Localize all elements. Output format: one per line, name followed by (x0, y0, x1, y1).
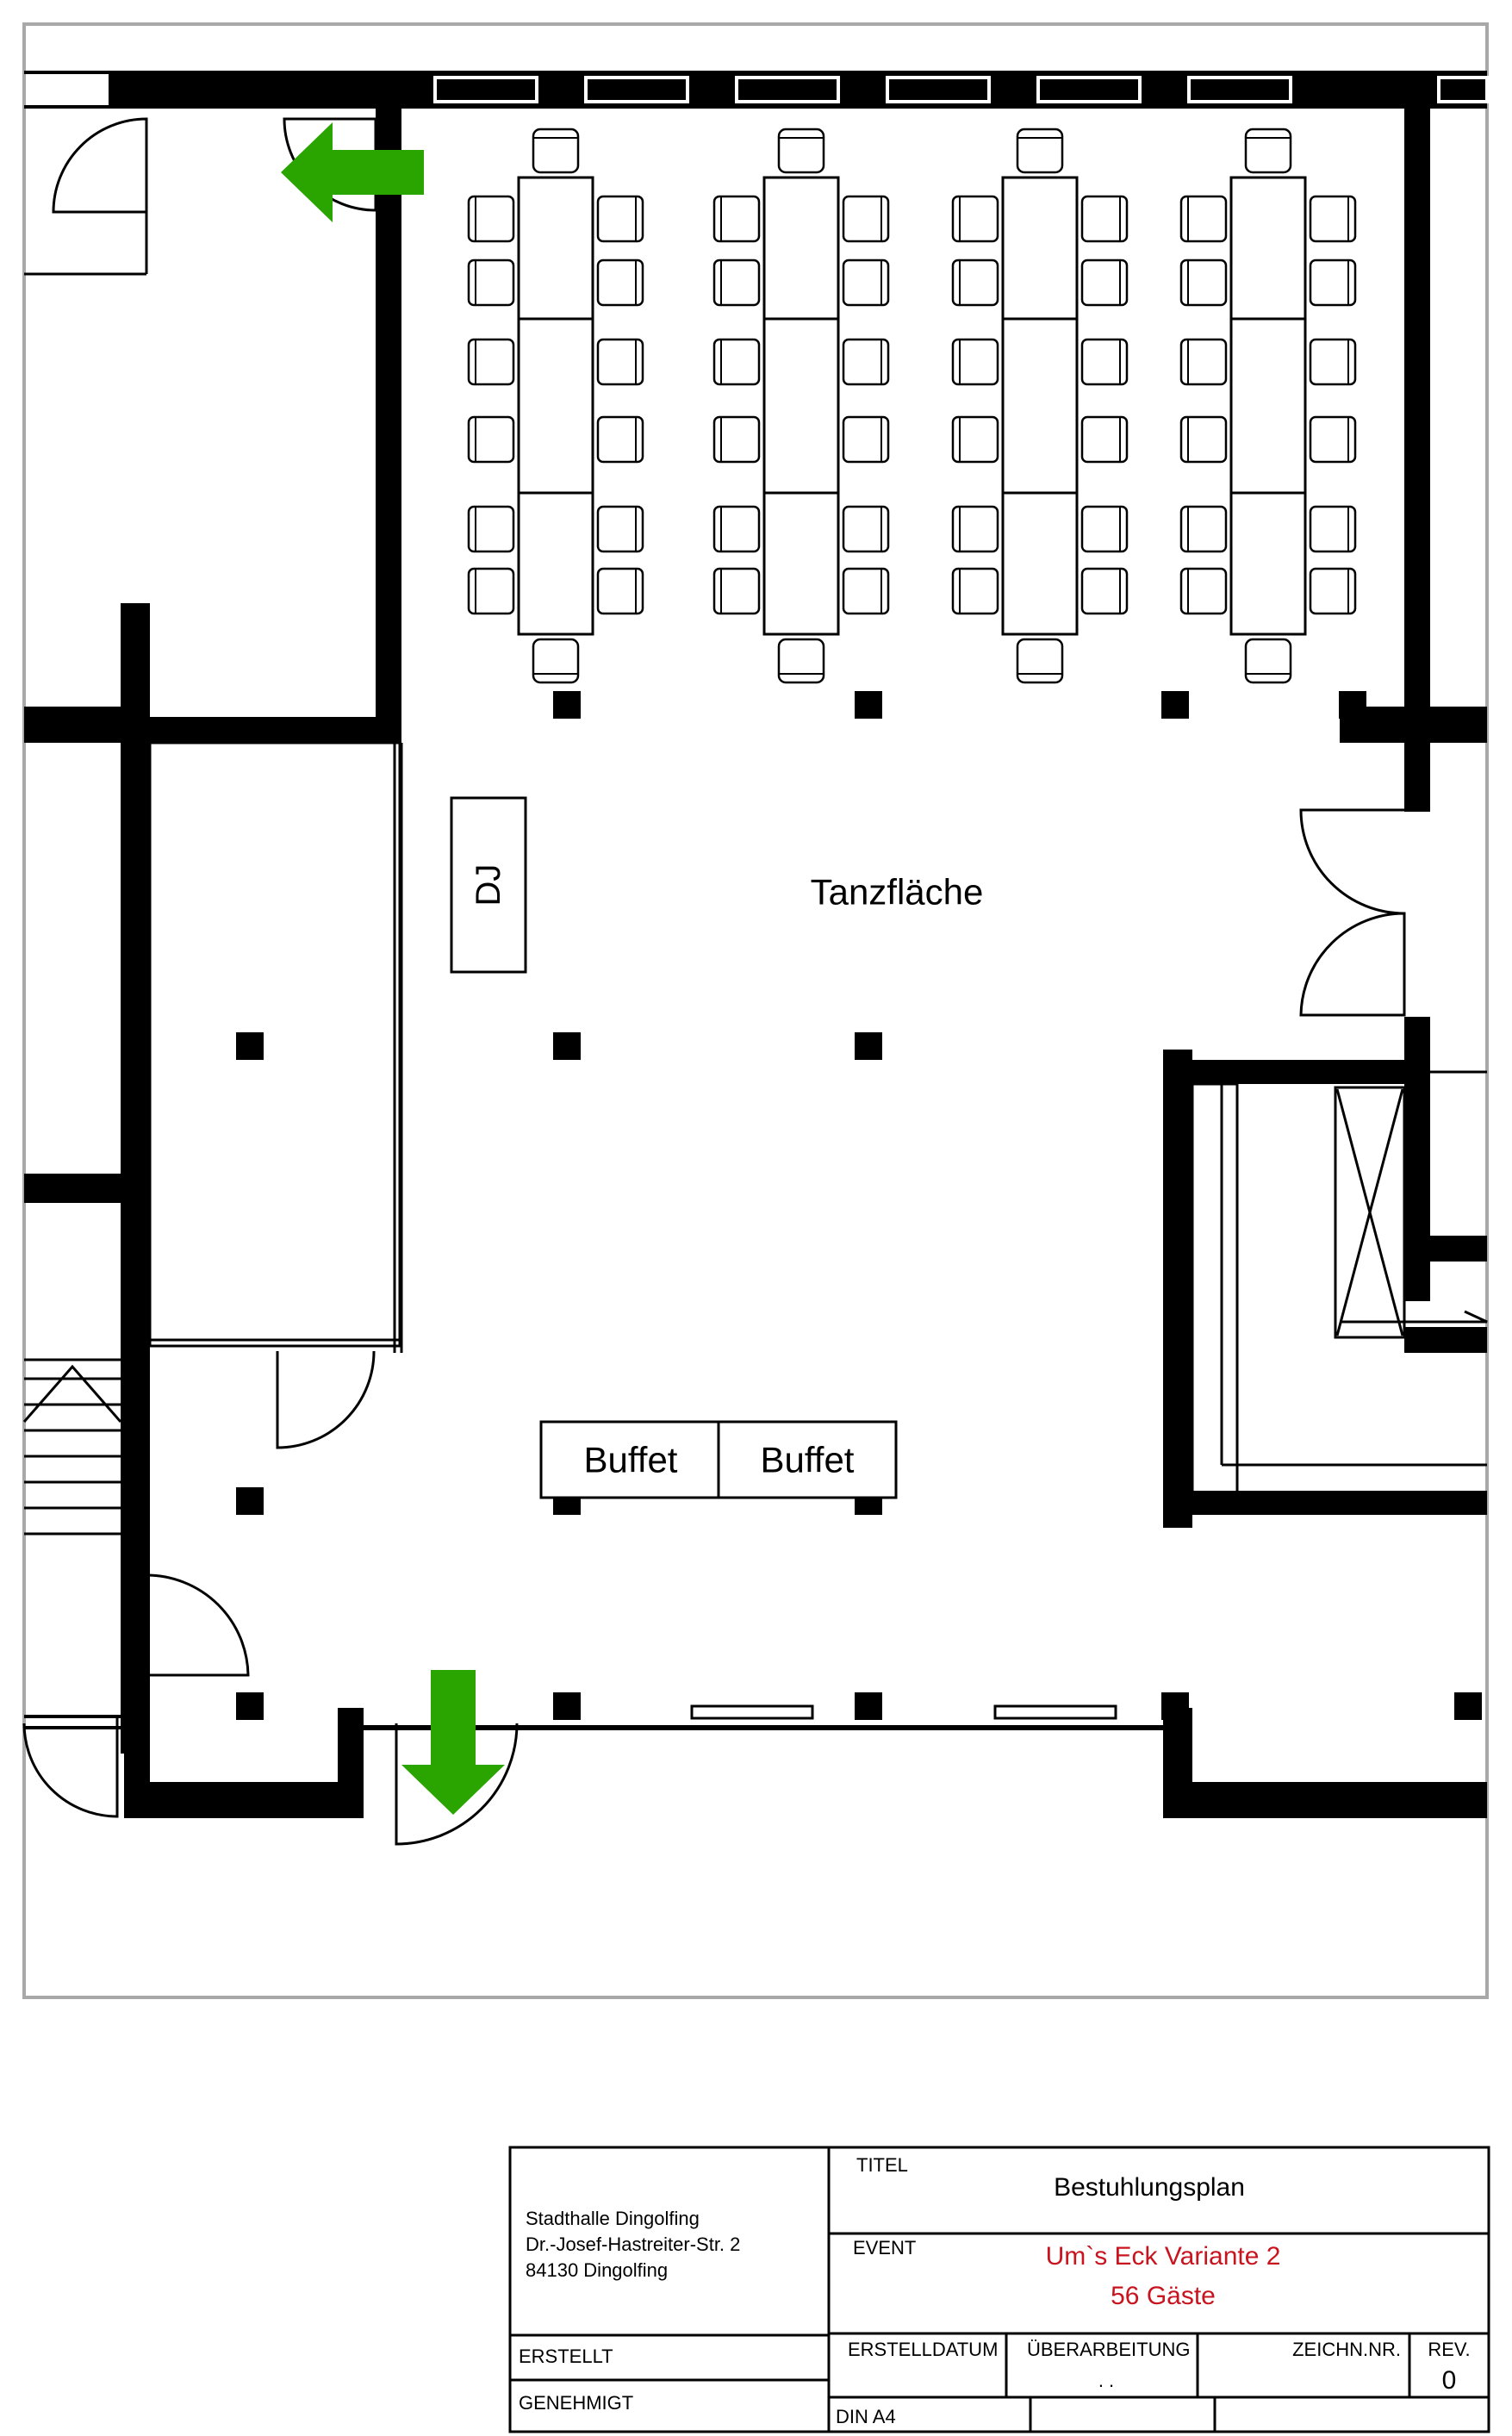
chair-icon (842, 505, 890, 553)
chair-icon (842, 567, 890, 615)
chair-icon (951, 195, 999, 243)
chair-icon (842, 338, 890, 386)
chair-icon (951, 505, 999, 553)
chair-icon (712, 567, 761, 615)
chair-icon (712, 338, 761, 386)
chair-icon (532, 638, 580, 684)
chair-icon (1080, 415, 1129, 464)
column (236, 1032, 264, 1060)
door-bottom-right-room (1434, 1310, 1488, 1324)
top-windows (433, 76, 1489, 103)
door-top-left (52, 117, 148, 214)
chair-icon (712, 415, 761, 464)
chair-icon (467, 259, 515, 307)
columns (236, 691, 1482, 1720)
chair-icon (777, 638, 825, 684)
column (1454, 1692, 1482, 1720)
chair-icon (596, 567, 644, 615)
chair-icon (712, 259, 761, 307)
chair-icon (1016, 128, 1064, 174)
chair-icon (467, 415, 515, 464)
column (855, 691, 882, 719)
chair-icon (596, 338, 644, 386)
door-right-lower (1299, 912, 1406, 1017)
door-corridor (276, 1350, 376, 1449)
chair-icon (1244, 128, 1292, 174)
chair-icon (1309, 415, 1357, 464)
chair-icon (1179, 259, 1228, 307)
chair-icon (1179, 195, 1228, 243)
chair-icon (1080, 259, 1129, 307)
door-right-upper (1299, 808, 1405, 915)
chair-icon (467, 505, 515, 553)
column (553, 1032, 581, 1060)
inner-lines (24, 198, 1487, 1723)
banquet-table (951, 128, 1129, 684)
chair-icon (1179, 505, 1228, 553)
chair-icon (596, 259, 644, 307)
chair-icon (1244, 638, 1292, 684)
chair-icon (1309, 505, 1357, 553)
column (553, 1692, 581, 1720)
chair-icon (1016, 638, 1064, 684)
dj-booth: DJ (450, 796, 527, 974)
door-exit-bottom (395, 1723, 519, 1846)
chair-icon (951, 259, 999, 307)
chair-icon (1309, 195, 1357, 243)
buffet-label-2: Buffet (761, 1440, 855, 1480)
chair-icon (467, 567, 515, 615)
chair-icon (1080, 338, 1129, 386)
chair-icon (1080, 195, 1129, 243)
chair-icon (951, 567, 999, 615)
chair-icon (951, 338, 999, 386)
chair-icon (596, 195, 644, 243)
chair-icon (842, 415, 890, 464)
walls (24, 71, 1487, 1818)
chair-icon (1179, 338, 1228, 386)
dj-label: DJ (470, 864, 507, 906)
chair-icon (1179, 415, 1228, 464)
column (236, 1692, 264, 1720)
seating-area (467, 128, 1357, 684)
exit-arrow-left-icon (281, 122, 424, 222)
chair-icon (596, 505, 644, 553)
door-bottom-left (22, 1718, 119, 1818)
staircase (22, 1364, 122, 1510)
door-left-lower (145, 1573, 250, 1677)
column (1161, 1692, 1189, 1720)
chair-icon (842, 195, 890, 243)
chair-icon (467, 338, 515, 386)
chair-icon (1080, 567, 1129, 615)
chair-icon (777, 128, 825, 174)
chair-icon (712, 195, 761, 243)
chair-icon (842, 259, 890, 307)
column (236, 1487, 264, 1515)
chair-icon (467, 195, 515, 243)
banquet-table (1179, 128, 1357, 684)
chair-icon (1080, 505, 1129, 553)
doors (22, 117, 1488, 1846)
chair-icon (1309, 259, 1357, 307)
drawing-frame (22, 22, 1489, 1999)
chair-icon (532, 128, 580, 174)
column (855, 1692, 882, 1720)
dance-floor-label: Tanzfläche (811, 872, 984, 913)
chair-icon (1309, 567, 1357, 615)
buffet-label-1: Buffet (584, 1440, 678, 1480)
chair-icon (712, 505, 761, 553)
chair-icon (1179, 567, 1228, 615)
column (855, 1032, 882, 1060)
buffet-area: Buffet Buffet (539, 1420, 898, 1499)
chair-icon (596, 415, 644, 464)
chair-icon (951, 415, 999, 464)
exit-arrow-down-icon (401, 1670, 505, 1815)
column (1339, 691, 1366, 719)
column (553, 691, 581, 719)
chair-icon (1309, 338, 1357, 386)
banquet-table (467, 128, 644, 684)
column (1161, 691, 1189, 719)
banquet-table (712, 128, 890, 684)
bottom-windows (690, 1704, 1117, 1720)
